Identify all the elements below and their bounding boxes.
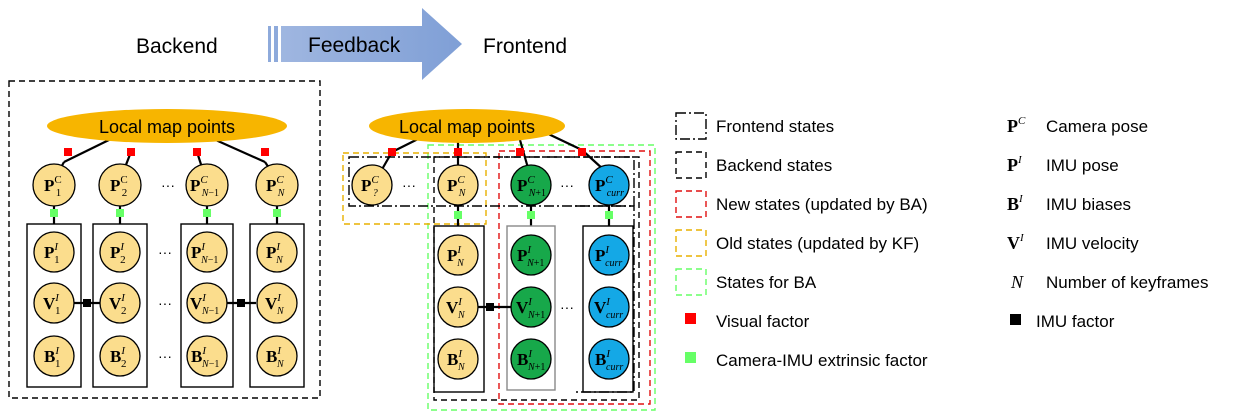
svg-text:PC1: PC1 [44, 174, 62, 199]
new-states-box [498, 150, 651, 405]
camera-pose-node-q [351, 164, 393, 206]
legend-label: Camera-IMU extrinsic factor [716, 351, 928, 370]
visual-factor [516, 148, 524, 156]
ellipsis: ··· [158, 348, 172, 364]
extrinsic-factor [605, 211, 613, 219]
visual-factor [388, 148, 396, 156]
legend-symbol-label: Number of keyframes [1046, 273, 1209, 292]
feedback-arrow [268, 8, 462, 80]
svg-text:PI1: PI1 [44, 241, 60, 266]
backend-title: Backend [136, 35, 218, 58]
extrinsic-factor [50, 209, 58, 217]
feedback-label: Feedback [308, 34, 401, 57]
visual-factor [193, 148, 201, 156]
svg-text:VI1: VI1 [43, 292, 60, 317]
legend-swatch-extrinsic-factor [685, 352, 696, 363]
svg-text:BIN: BIN [266, 345, 285, 370]
visual-factor [454, 148, 462, 156]
legend-symbol-label: IMU pose [1046, 156, 1119, 175]
legend-swatch-frontend-states [675, 112, 707, 140]
camera-pose-node-1 [32, 163, 76, 207]
imu-state-box-n-1 [180, 223, 234, 388]
legend-symbol-label: IMU velocity [1046, 234, 1139, 253]
extrinsic-factor [273, 209, 281, 217]
imu-factor [486, 303, 494, 311]
old-states-box [342, 152, 487, 225]
legend-symbol: PI [1007, 154, 1023, 175]
camera-pose-node-n [255, 163, 299, 207]
legend-symbol-label: IMU factor [1036, 312, 1115, 331]
imu-factor [83, 299, 91, 307]
svg-text:PC?: PC? [361, 174, 379, 199]
states-for-ba-box [427, 144, 656, 411]
local-map-points-label: Local map points [99, 117, 235, 137]
legend: Frontend states Backend states New state… [675, 112, 1209, 370]
svg-text:PIN: PIN [447, 244, 465, 269]
legend-label: States for BA [716, 273, 817, 292]
imu-state-box-n-front [433, 225, 485, 393]
legend-label: New states (updated by BA) [716, 195, 928, 214]
imu-state-box-n [249, 223, 305, 388]
legend-swatch-imu-factor [1010, 314, 1021, 325]
legend-swatch-visual-factor [685, 313, 696, 324]
svg-text:VI2: VI2 [109, 292, 126, 317]
extrinsic-factor [527, 211, 535, 219]
svg-text:BI2: BI2 [110, 345, 127, 370]
imu-factor [237, 299, 245, 307]
local-map-points-label-frontend: Local map points [399, 117, 535, 137]
svg-text:VIN: VIN [446, 296, 466, 321]
svg-text:BIN: BIN [447, 348, 466, 373]
svg-text:BI1: BI1 [44, 345, 61, 370]
imu-state-box-2 [92, 223, 148, 388]
legend-label: Backend states [716, 156, 832, 175]
ellipsis: ··· [560, 299, 574, 315]
visual-factor [261, 148, 269, 156]
legend-symbol: BI [1007, 193, 1024, 214]
frontend-title: Frontend [483, 35, 567, 58]
visual-factor [127, 148, 135, 156]
legend-swatch-old-states [675, 229, 707, 257]
legend-swatch-states-for-ba [675, 268, 707, 296]
local-map-points-ellipse-frontend [369, 109, 565, 143]
svg-text:PIN: PIN [266, 241, 284, 266]
local-map-points-ellipse [47, 109, 287, 143]
svg-text:PCN: PCN [447, 174, 467, 199]
visual-factor [578, 148, 586, 156]
legend-label: Frontend states [716, 117, 834, 136]
extrinsic-factor [203, 209, 211, 217]
legend-symbol-label: IMU biases [1046, 195, 1131, 214]
camera-pose-node-2 [98, 163, 142, 207]
ellipsis: ··· [402, 177, 416, 193]
ellipsis: ··· [161, 177, 175, 193]
ellipsis: ··· [158, 244, 172, 260]
legend-swatch-new-states [675, 190, 707, 218]
legend-swatch-backend-states [675, 151, 707, 179]
extrinsic-factor [116, 209, 124, 217]
extrinsic-factor [454, 211, 462, 219]
legend-symbol: N [1010, 272, 1024, 292]
imu-state-box-curr [582, 225, 634, 393]
svg-text:PCN: PCN [266, 174, 286, 199]
legend-symbol: VI [1007, 232, 1025, 253]
legend-symbol-label: Camera pose [1046, 117, 1148, 136]
legend-label: Old states (updated by KF) [716, 234, 919, 253]
backend-outer-box [8, 80, 321, 399]
ellipsis: ··· [158, 295, 172, 311]
legend-label: Visual factor [716, 312, 810, 331]
visual-factor [64, 148, 72, 156]
svg-text:PI2: PI2 [110, 241, 126, 266]
legend-symbol: PC [1007, 115, 1026, 136]
camera-pose-node-n-1 [185, 163, 229, 207]
svg-text:VIN: VIN [265, 292, 285, 317]
svg-text:PC2: PC2 [110, 174, 128, 199]
imu-state-box-1 [26, 223, 82, 388]
ellipsis: ··· [560, 177, 574, 193]
